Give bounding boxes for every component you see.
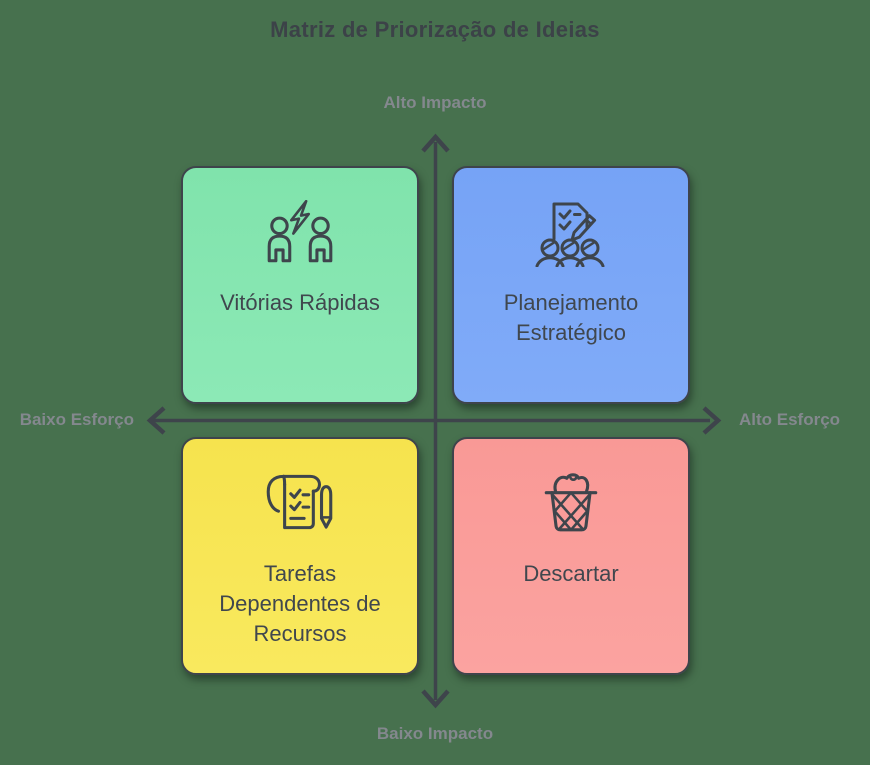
arrowhead-up-icon (421, 133, 450, 153)
arrowhead-left-icon (146, 406, 166, 435)
quadrant-label-strategic-planning: Planejamento Estratégico (503, 290, 639, 345)
trash-bin-icon (454, 459, 688, 547)
quadrant-label-resource-dependent-tasks: Tarefas Dependentes de Recursos (219, 561, 381, 646)
quadrant-label-quick-wins: Vitórias Rápidas (220, 290, 380, 315)
quadrant-quick-wins: Vitórias Rápidas (181, 166, 419, 404)
axis-label-high-effort: Alto Esforço (739, 410, 841, 429)
quadrant-discard: Descartar (452, 437, 690, 675)
axis-label-low-impact: Baixo Impacto (376, 724, 494, 743)
arrowhead-right-icon (702, 406, 722, 435)
arrowhead-down-icon (421, 689, 450, 709)
quadrant-resource-dependent-tasks: Tarefas Dependentes de Recursos (181, 437, 419, 675)
quadrant-label-discard: Descartar (523, 561, 619, 586)
axis-label-low-effort: Baixo Esforço (19, 410, 134, 429)
page-title: Matriz de Priorização de Ideias (270, 17, 600, 42)
team-checklist-pencil-icon (454, 188, 688, 276)
scroll-checklist-pen-icon (183, 459, 417, 547)
quadrant-strategic-planning: Planejamento Estratégico (452, 166, 690, 404)
axis-label-high-impact: Alto Impacto (383, 93, 487, 112)
people-lightning-icon (183, 188, 417, 276)
